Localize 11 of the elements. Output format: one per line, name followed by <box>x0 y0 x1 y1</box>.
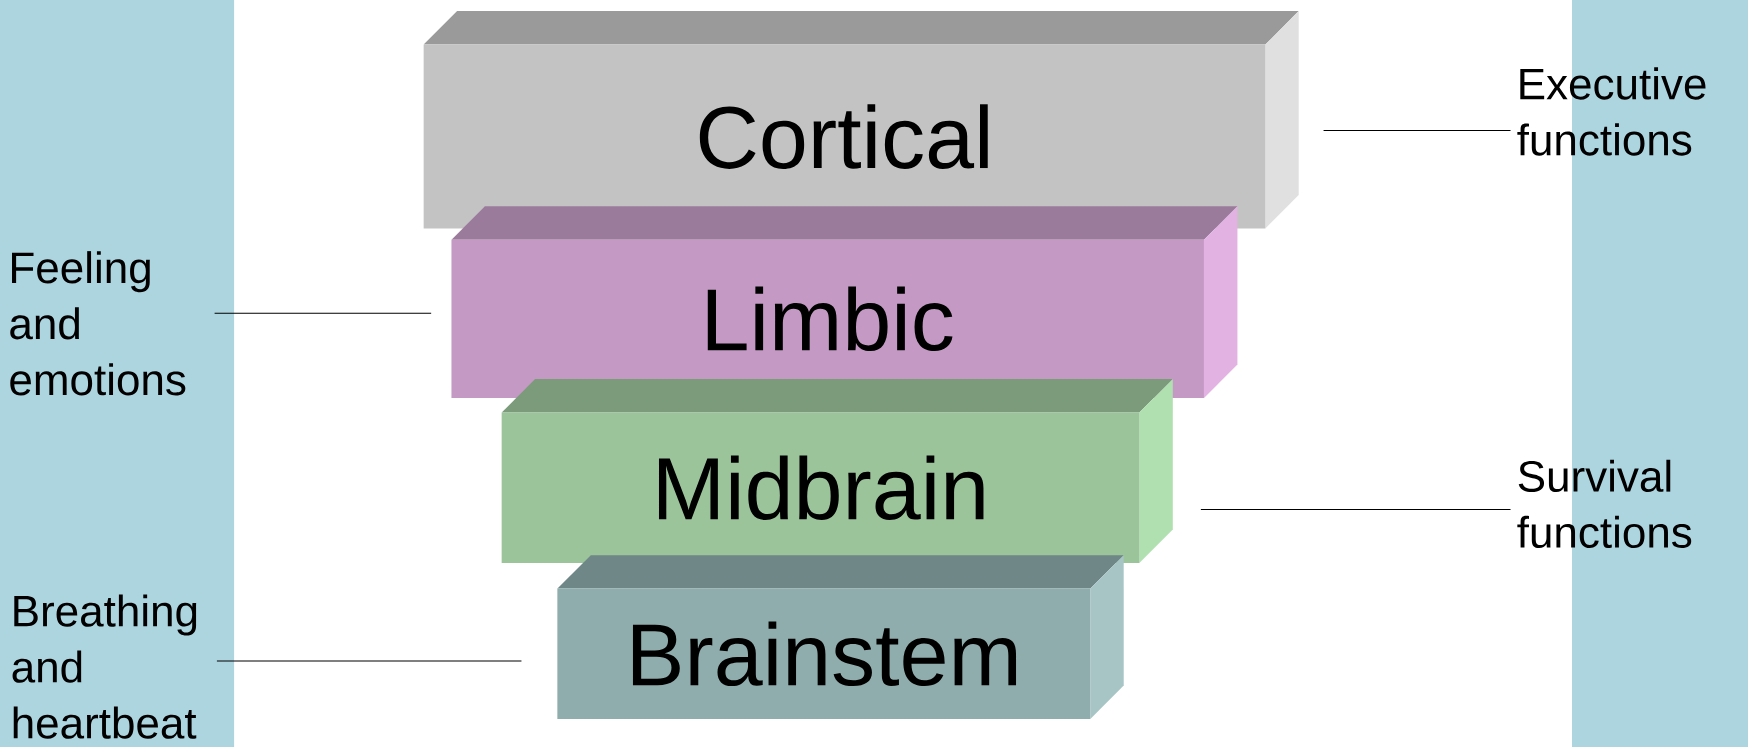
function-label: Breathing and heartbeat <box>12 594 197 739</box>
function-label: Executive functions <box>1517 67 1706 156</box>
leader-line <box>1200 509 1511 510</box>
leader-line <box>214 312 432 314</box>
leader-line <box>216 660 522 662</box>
function-label: Feeling and emotions <box>10 251 186 396</box>
function-label: Survival functions <box>1517 459 1692 549</box>
layer-block: Brainstem <box>557 555 1124 719</box>
layer-block: Midbrain <box>501 379 1173 563</box>
leader-line <box>1323 129 1511 131</box>
layer-block: Limbic <box>451 206 1238 398</box>
